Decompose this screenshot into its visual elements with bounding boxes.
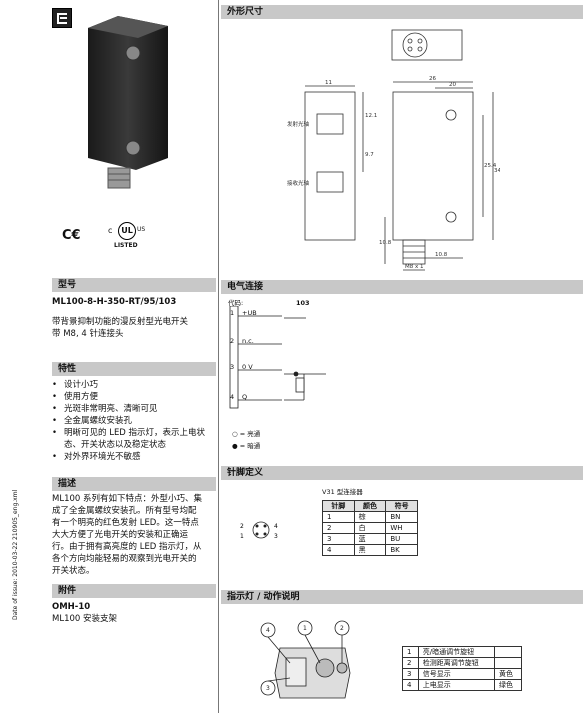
ul-mark: c UL US LISTED bbox=[108, 222, 146, 252]
description-line: 各个方向均能轻易的观察到光电开关的 bbox=[52, 554, 197, 564]
col-pin: 针脚 bbox=[322, 500, 355, 512]
dim-9-7: 9.7 bbox=[365, 152, 374, 158]
label-emitter-axis: 发射光轴 bbox=[287, 120, 310, 128]
dim-20: 20 bbox=[449, 82, 456, 88]
callout-1: 1 bbox=[303, 625, 307, 632]
feature-item-cont: 态、开关状态以及稳定状态 bbox=[64, 440, 167, 450]
pin1-label: +UB bbox=[242, 309, 257, 317]
description-line: ML100 系列有如下特点：外型小巧、集 bbox=[52, 494, 202, 504]
ce-mark: C€ bbox=[62, 228, 81, 243]
dim-12-1: 12.1 bbox=[365, 113, 377, 119]
dim-25-4: 25.4 bbox=[484, 163, 497, 169]
feature-item: 对外界环境光不敏感 bbox=[52, 451, 205, 463]
connector-pin-2: 2 bbox=[240, 523, 244, 530]
pin2-number: 2 bbox=[230, 337, 235, 345]
label-receiver-axis: 接收光轴 bbox=[287, 179, 310, 187]
pin3-label: 0 V bbox=[242, 363, 253, 371]
code-value: 103 bbox=[296, 299, 310, 307]
model-number: ML100-8-H-350-RT/95/103 bbox=[52, 297, 177, 307]
dimension-drawing: 11 26 20 12.1 9.7 25.4 34 10.8 10.8 M8 x… bbox=[287, 29, 500, 271]
section-accessories-header: 附件 bbox=[52, 584, 216, 598]
indicator-drawing: 4 1 2 3 bbox=[260, 620, 351, 699]
bottom-screw-icon bbox=[125, 140, 141, 156]
legend-bright: ○ = 亮通 bbox=[232, 430, 261, 438]
section-pinout-header: 针脚定义 bbox=[221, 466, 583, 480]
section-indicators-header: 指示灯 / 动作说明 bbox=[221, 590, 583, 604]
pin3-number: 3 bbox=[230, 363, 235, 371]
pin2-label: n.c. bbox=[242, 337, 254, 345]
section-dimensions-header: 外形尺寸 bbox=[221, 5, 583, 19]
section-features-header: 特性 bbox=[52, 362, 216, 376]
top-screw-icon bbox=[125, 45, 141, 61]
pin4-number: 4 bbox=[230, 393, 235, 401]
dim-26: 26 bbox=[429, 76, 436, 82]
connector-face-icon: 2 1 4 3 bbox=[240, 521, 278, 540]
dim-10-8: 10.8 bbox=[379, 240, 392, 246]
pin1-number: 1 bbox=[230, 309, 235, 317]
issue-date-footer: Date of issue: 2010-03-22 210905_eng.xml bbox=[12, 489, 19, 620]
connector-pin-4: 4 bbox=[274, 523, 278, 530]
callout-3: 3 bbox=[266, 685, 270, 692]
ul-circle-icon: UL bbox=[118, 222, 136, 240]
model-desc-2: 带 M8, 4 针连接头 bbox=[52, 329, 124, 339]
description-line: 有一个明亮的红色发射 LED。这一特点 bbox=[52, 518, 199, 528]
feature-item: 光斑非常明亮、清晰可见 bbox=[52, 403, 205, 415]
section-electrical-header: 电气连接 bbox=[221, 280, 583, 294]
connector-pin-1: 1 bbox=[240, 533, 244, 540]
model-desc-1: 带背景抑制功能的漫反射型光电开关 bbox=[52, 317, 189, 327]
logo bbox=[52, 8, 72, 28]
ul-listed-label: LISTED bbox=[114, 242, 138, 249]
feature-item: 设计小巧 bbox=[52, 379, 205, 391]
feature-item: 全金属螺纹安装孔 bbox=[52, 415, 205, 427]
description-line: 开关状态。 bbox=[52, 566, 95, 576]
col-color: 颜色 bbox=[353, 500, 387, 512]
description-line: 大大方便了光电开关的安装和正确运 bbox=[52, 530, 189, 540]
code-label: 代码: bbox=[228, 299, 244, 307]
pin4-label: Q bbox=[242, 393, 248, 401]
ul-us-label: US bbox=[137, 226, 146, 233]
dim-m8: M8 x 1 bbox=[405, 264, 424, 270]
column-divider bbox=[218, 0, 219, 713]
feature-item: 使用方便 bbox=[52, 391, 205, 403]
product-photo bbox=[88, 16, 168, 189]
section-description-header: 描述 bbox=[52, 477, 216, 491]
ul-c-label: c bbox=[108, 226, 113, 235]
feature-item: 明晰可见的 LED 指示灯，表示上电状 bbox=[52, 427, 205, 439]
connector-title: V31 型连接器 bbox=[322, 488, 363, 496]
accessory-name: OMH-10 bbox=[52, 602, 91, 612]
dim-10-8b: 10.8 bbox=[435, 252, 448, 258]
dim-34: 34 bbox=[494, 168, 500, 174]
col-symbol: 符号 bbox=[385, 500, 418, 512]
connector-pin-3: 3 bbox=[274, 533, 278, 540]
description-line: 成了全金属螺纹安装孔。所有型号均配 bbox=[52, 506, 197, 516]
accessory-desc: ML100 安装支架 bbox=[52, 614, 117, 624]
dim-11: 11 bbox=[325, 80, 332, 86]
callout-4: 4 bbox=[266, 627, 270, 634]
callout-2: 2 bbox=[340, 625, 344, 632]
wiring-diagram bbox=[229, 306, 326, 409]
features-list: 设计小巧 使用方便 光斑非常明亮、清晰可见 全金属螺纹安装孔 明晰可见的 LED… bbox=[52, 379, 205, 463]
legend-dark: ● = 暗通 bbox=[232, 442, 261, 450]
section-model-header: 型号 bbox=[52, 278, 216, 292]
description-line: 行。由于拥有高亮度的 LED 指示灯，从 bbox=[52, 542, 202, 552]
